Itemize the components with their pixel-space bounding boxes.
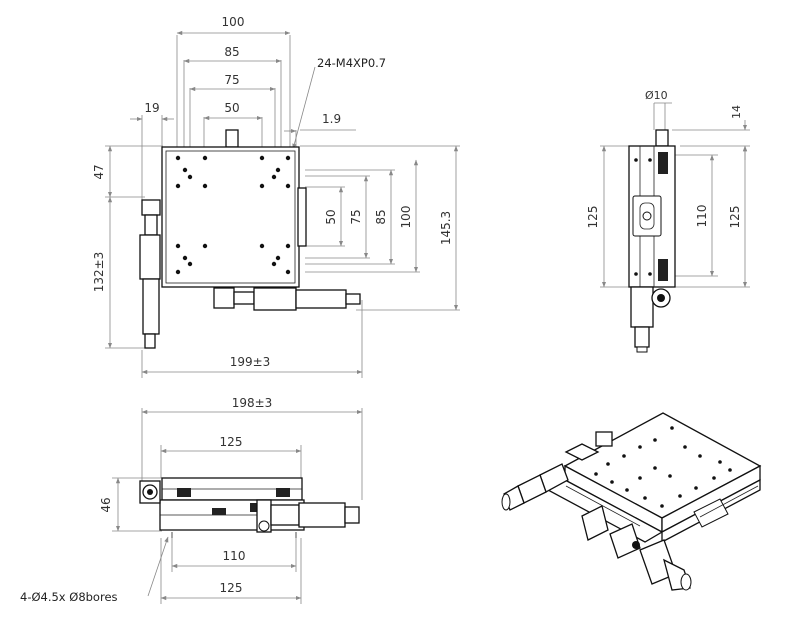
iso-holes (594, 426, 732, 508)
dim-dia10: Ø10 (645, 89, 668, 102)
left-vertical-dimensions: 47 132±3 (92, 145, 163, 349)
top-horizontal-dimensions: 100 85 75 50 19 1.9 24-M4XP0.7 (130, 15, 386, 200)
dim-198: 198±3 (232, 396, 273, 410)
dim-85: 85 (224, 45, 239, 59)
dim-132: 132±3 (92, 252, 106, 293)
dim-v85: 85 (374, 209, 388, 224)
dim-125-right: 125 (728, 206, 742, 229)
side-view: Ø10 14 125 110 125 (586, 89, 750, 353)
dim-47: 47 (92, 164, 106, 179)
side-view-stage (628, 129, 676, 353)
dim-199: 199±3 (230, 355, 271, 369)
top-view-holes (175, 155, 291, 275)
front-view-stage (139, 477, 360, 538)
right-vertical-dimensions: 50 75 85 100 145.3 (300, 145, 460, 311)
dim-1-9: 1.9 (322, 112, 341, 126)
callout-bores: 4-Ø4.5x Ø8bores (20, 590, 118, 604)
dim-110-front: 110 (223, 549, 246, 563)
dim-v75: 75 (349, 209, 363, 224)
front-view: 198±3 125 46 110 125 4-Ø4.5x Ø8bores (20, 396, 363, 604)
dim-75: 75 (224, 73, 239, 87)
top-view-stage (139, 129, 361, 349)
dim-v100: 100 (399, 206, 413, 229)
iso-left-micrometer (501, 463, 569, 511)
dim-100: 100 (222, 15, 245, 29)
isometric-view (501, 412, 762, 591)
dim-46: 46 (99, 497, 113, 512)
iso-bottom-micrometer (581, 505, 692, 591)
dim-110: 110 (695, 205, 709, 228)
dim-14: 14 (730, 105, 743, 119)
dim-v145: 145.3 (439, 211, 453, 245)
callout-m4-threads: 24-M4XP0.7 (317, 56, 386, 70)
dim-50: 50 (224, 101, 239, 115)
top-view: 100 85 75 50 19 1.9 24-M4XP0.7 (92, 15, 460, 378)
dim-v50: 50 (324, 209, 338, 224)
dim-125-bottom: 125 (220, 581, 243, 595)
dim-125-top: 125 (220, 435, 243, 449)
dim-19: 19 (144, 101, 159, 115)
dim-125-left: 125 (586, 206, 600, 229)
